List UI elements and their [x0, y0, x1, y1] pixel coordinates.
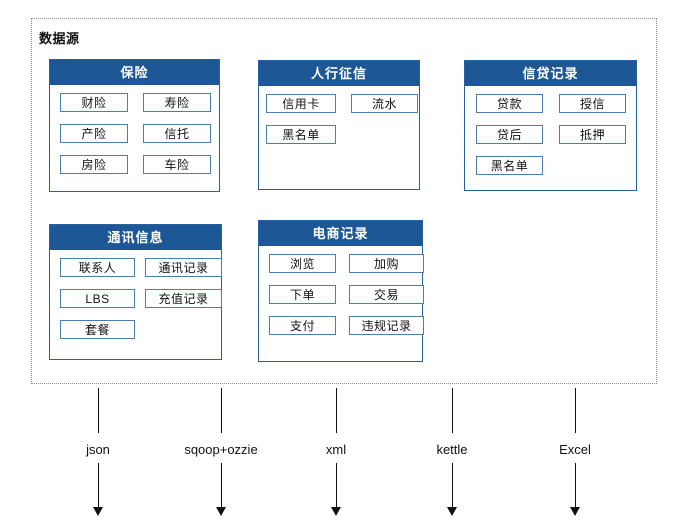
panel-item: 产险 [60, 124, 128, 143]
flow-line [574, 463, 576, 508]
panel-item: 通讯记录 [145, 258, 222, 277]
panel-ecommerce-records-body: 浏览 加购 下单 交易 支付 违规记录 [259, 246, 424, 335]
panel-item: 浏览 [269, 254, 336, 273]
panel-pboc-credit-title: 人行征信 [259, 61, 419, 86]
arrow-down-icon [447, 507, 457, 516]
pipeline-sqoop-ozzie: sqoop+ozzie [161, 386, 281, 518]
panel-insurance-body: 财险 寿险 产险 信托 房险 车险 [50, 85, 219, 174]
panel-item: 信托 [143, 124, 211, 143]
panel-ecommerce-records-title: 电商记录 [259, 221, 422, 246]
panel-credit-records-body: 贷款 授信 贷后 抵押 黑名单 [465, 86, 636, 175]
flow-line [220, 463, 222, 508]
flow-line [451, 388, 453, 433]
panel-item: 联系人 [60, 258, 135, 277]
panel-pboc-credit: 人行征信 信用卡 流水 黑名单 [258, 60, 420, 190]
panel-item: 加购 [349, 254, 424, 273]
panel-item: 违规记录 [349, 316, 424, 335]
pipeline-excel: Excel [515, 386, 635, 518]
flow-line [97, 463, 99, 508]
panel-item: 交易 [349, 285, 424, 304]
panel-telecom-info-title: 通讯信息 [50, 225, 221, 250]
pipeline-label: kettle [436, 442, 468, 457]
panel-item: 寿险 [143, 93, 211, 112]
panel-item: 车险 [143, 155, 211, 174]
panel-item: 房险 [60, 155, 128, 174]
pipeline-xml: xml [276, 386, 396, 518]
panel-insurance-title: 保险 [50, 60, 219, 85]
panel-item: 支付 [269, 316, 336, 335]
flow-line [574, 388, 576, 433]
flow-line [97, 388, 99, 433]
panel-credit-records-title: 信贷记录 [465, 61, 636, 86]
panel-item: 财险 [60, 93, 128, 112]
pipeline-label: sqoop+ozzie [184, 442, 258, 457]
flow-line [335, 463, 337, 508]
panel-insurance: 保险 财险 寿险 产险 信托 房险 车险 [49, 59, 220, 192]
panel-item: 充值记录 [145, 289, 222, 308]
panel-item: 下单 [269, 285, 336, 304]
pipeline-label: xml [325, 442, 347, 457]
panel-item: LBS [60, 289, 135, 308]
arrow-down-icon [570, 507, 580, 516]
pipeline-kettle: kettle [392, 386, 512, 518]
panel-item: 流水 [351, 94, 418, 113]
panel-item: 信用卡 [266, 94, 336, 113]
pipeline-label: Excel [559, 442, 591, 457]
panel-item: 贷款 [476, 94, 543, 113]
datasource-label: 数据源 [39, 31, 80, 46]
panel-pboc-credit-body: 信用卡 流水 黑名单 [259, 86, 419, 144]
flow-line [335, 388, 337, 433]
panel-item: 抵押 [559, 125, 626, 144]
arrow-down-icon [216, 507, 226, 516]
panel-item: 套餐 [60, 320, 135, 339]
panel-telecom-info: 通讯信息 联系人 通讯记录 LBS 充值记录 套餐 [49, 224, 222, 360]
panel-telecom-info-body: 联系人 通讯记录 LBS 充值记录 套餐 [50, 250, 222, 339]
flow-line [451, 463, 453, 508]
arrow-down-icon [93, 507, 103, 516]
panel-item: 黑名单 [476, 156, 543, 175]
pipeline-label: json [86, 442, 110, 457]
pipeline-json: json [38, 386, 158, 518]
panel-credit-records: 信贷记录 贷款 授信 贷后 抵押 黑名单 [464, 60, 637, 191]
panel-item: 贷后 [476, 125, 543, 144]
flow-line [220, 388, 222, 433]
panel-ecommerce-records: 电商记录 浏览 加购 下单 交易 支付 违规记录 [258, 220, 424, 362]
panel-item: 授信 [559, 94, 626, 113]
arrow-down-icon [331, 507, 341, 516]
panel-item: 黑名单 [266, 125, 336, 144]
